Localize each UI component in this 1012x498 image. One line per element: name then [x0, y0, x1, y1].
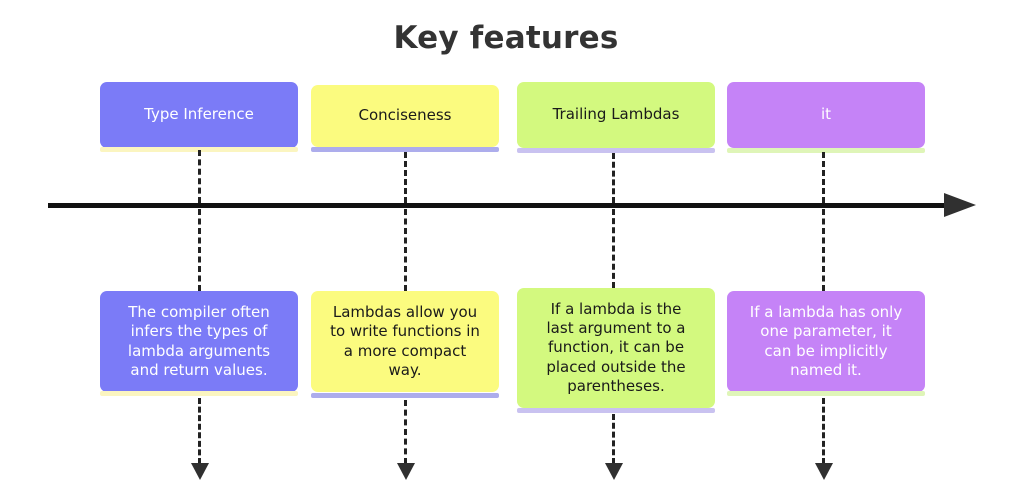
feature-card-accent	[100, 147, 298, 152]
connector-dashed-bottom-3	[612, 414, 615, 464]
feature-description-text: If a lambda has only one parameter, it c…	[749, 303, 903, 379]
feature-description-it[interactable]: If a lambda has only one parameter, it c…	[727, 291, 925, 392]
connector-dashed-top-4	[822, 152, 825, 203]
connector-dashed-top-3	[612, 153, 615, 203]
feature-card-it[interactable]: it	[727, 82, 925, 148]
connector-dashed-top-2	[404, 152, 407, 203]
connector-dashed-top-1	[198, 150, 201, 203]
feature-label: it	[820, 105, 832, 124]
feature-description-type-inference[interactable]: The compiler often infers the types of l…	[100, 291, 298, 392]
feature-description-accent	[311, 393, 499, 398]
connector-arrow-head-3-icon	[605, 463, 623, 480]
feature-description-accent	[727, 391, 925, 396]
page-title: Key features	[393, 20, 619, 56]
feature-description-accent	[100, 391, 298, 396]
feature-card-accent	[311, 147, 499, 152]
connector-dashed-mid-4	[822, 209, 825, 291]
connector-dashed-mid-2	[404, 209, 407, 291]
feature-description-trailing-lambdas[interactable]: If a lambda is the last argument to a fu…	[517, 288, 715, 408]
feature-description-conciseness[interactable]: Lambdas allow you to write functions in …	[311, 291, 499, 392]
connector-arrow-head-2-icon	[397, 463, 415, 480]
feature-description-accent	[517, 408, 715, 413]
feature-card-accent	[517, 148, 715, 153]
timeline-arrow-head-icon	[944, 193, 976, 217]
connector-arrow-head-4-icon	[815, 463, 833, 480]
feature-description-text: Lambdas allow you to write functions in …	[330, 303, 480, 379]
feature-label: Trailing Lambdas	[552, 105, 680, 124]
feature-card-conciseness[interactable]: Conciseness	[311, 85, 499, 147]
connector-arrow-head-1-icon	[191, 463, 209, 480]
timeline-axis-line	[48, 203, 968, 208]
connector-dashed-mid-1	[198, 209, 201, 291]
connector-dashed-bottom-2	[404, 400, 407, 464]
connector-dashed-mid-3	[612, 209, 615, 288]
feature-card-accent	[727, 148, 925, 153]
feature-label: Conciseness	[358, 106, 452, 125]
feature-description-text: The compiler often infers the types of l…	[127, 303, 271, 379]
feature-label: Type Inference	[144, 105, 254, 124]
feature-description-text: If a lambda is the last argument to a fu…	[546, 300, 686, 395]
feature-card-type-inference[interactable]: Type Inference	[100, 82, 298, 148]
connector-dashed-bottom-4	[822, 398, 825, 464]
connector-dashed-bottom-1	[198, 398, 201, 464]
feature-card-trailing-lambdas[interactable]: Trailing Lambdas	[517, 82, 715, 148]
